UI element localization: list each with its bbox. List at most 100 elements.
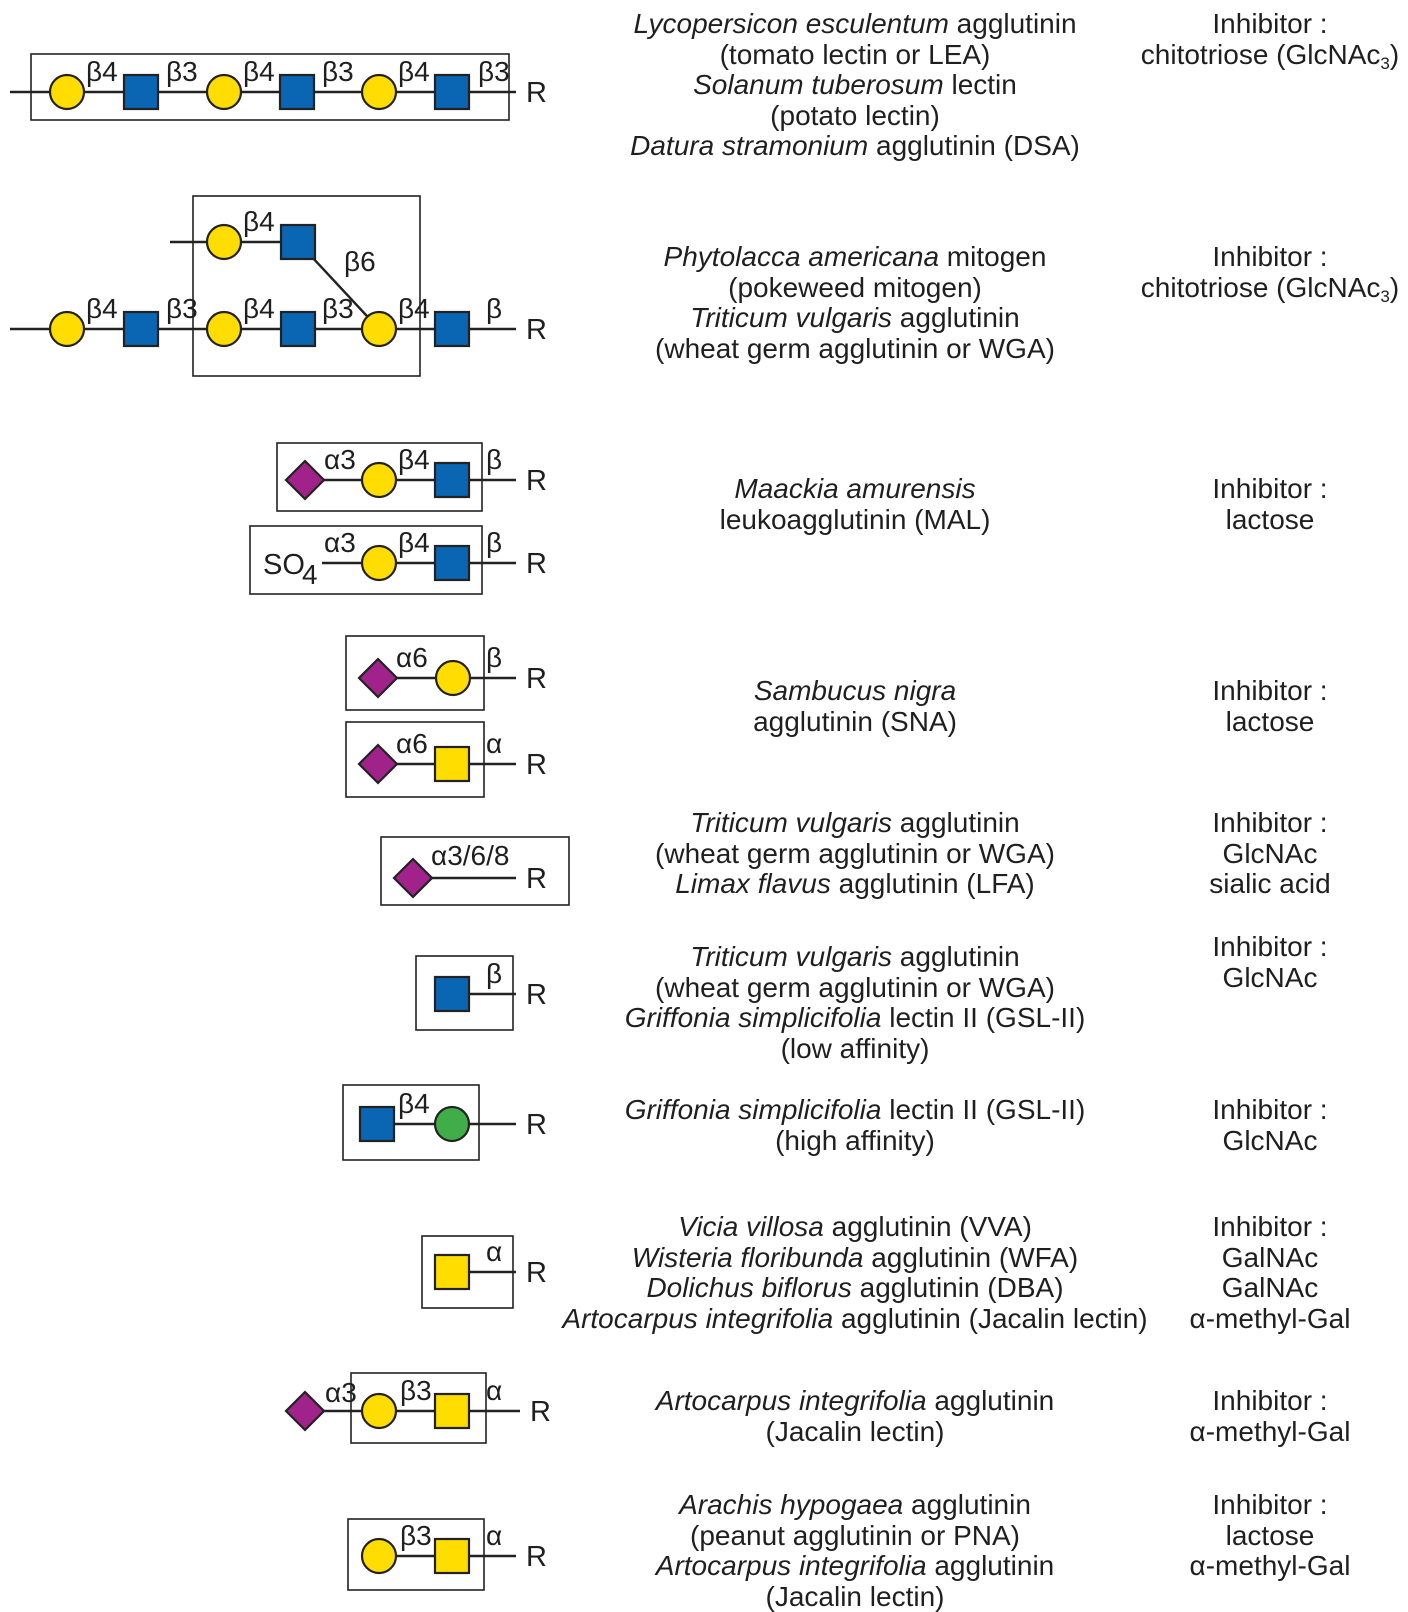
glcnac-square-icon xyxy=(358,1105,396,1143)
glycan-structure-10: β3 α R xyxy=(347,1518,547,1591)
linkage-label: α xyxy=(486,1375,502,1406)
lectin-names-10: Arachis hypogaea agglutinin (peanut aggl… xyxy=(545,1489,1165,1612)
lectin-line: agglutinin (SNA) xyxy=(753,705,957,737)
galactose-circle-icon xyxy=(205,223,243,261)
linkage-label: α3 xyxy=(324,527,356,558)
inhibitor-label: Inhibitor : xyxy=(1212,473,1328,504)
binding-epitope-box xyxy=(342,1084,480,1161)
galnac-square-icon xyxy=(433,1392,471,1430)
inhibitor-label: Inhibitor : xyxy=(1212,241,1328,272)
lectin-line: Griffonia simplicifolia lectin II (GSL-I… xyxy=(624,1094,1086,1125)
aglycone-r: R xyxy=(526,979,547,1011)
glcnac-square-icon xyxy=(433,461,471,499)
linkage-label: β3 xyxy=(478,56,510,87)
binding-epitope-box xyxy=(345,721,485,798)
aglycone-r: R xyxy=(526,1109,547,1141)
binding-epitope-box xyxy=(276,442,483,512)
inhibitor-value: α-methyl-Gal xyxy=(1189,1550,1351,1581)
inhibitor-value: sialic acid xyxy=(1209,868,1331,899)
lectin-names-5: Triticum vulgaris agglutinin (wheat germ… xyxy=(545,807,1165,900)
linkage-label: β3 xyxy=(166,56,198,87)
lectin-line: (Jacalin lectin) xyxy=(765,1580,945,1612)
lectin-line: (Jacalin lectin) xyxy=(765,1415,945,1447)
aglycone-r: R xyxy=(526,314,547,346)
linkage-label: α3/6/8 xyxy=(431,840,509,871)
linkage-label: β xyxy=(486,527,502,558)
lectin-line: Datura stramonium agglutinin (DSA) xyxy=(630,130,1080,161)
aglycone-r: R xyxy=(526,749,547,781)
lectin-line: Phytolacca americana mitogen xyxy=(663,241,1047,272)
linkage-label: β4 xyxy=(398,56,430,87)
inhibitor-value: GlcNAc xyxy=(1222,837,1318,869)
sialic-acid-diamond-icon xyxy=(392,857,434,899)
glcnac-square-icon xyxy=(122,73,160,111)
lectin-line: Solanum tuberosum lectin xyxy=(693,69,1017,100)
glcnac-square-icon xyxy=(122,310,160,348)
lectin-line: Sambucus nigra xyxy=(753,675,957,706)
inhibitor-value: GlcNAc xyxy=(1222,961,1318,993)
aglycone-r: R xyxy=(526,465,547,497)
linkage-label: α3 xyxy=(324,444,356,475)
linkage-label: β3 xyxy=(166,293,198,324)
aglycone-r: R xyxy=(526,548,547,580)
linkage-label: β xyxy=(486,958,502,989)
glycan-structure-5: α3/6/8 R xyxy=(380,836,570,906)
lectin-names-4: Sambucus nigra agglutinin (SNA) xyxy=(545,675,1165,737)
linkage-label: β xyxy=(486,642,502,673)
galnac-square-icon xyxy=(433,745,471,783)
linkage-label: β3 xyxy=(400,1375,432,1406)
galactose-circle-icon xyxy=(205,310,243,348)
glycan-structure-2: β4 β6 β4 β3 β4 β3 β4 β R xyxy=(10,195,547,377)
lectin-line: Wisteria floribunda agglutinin (WFA) xyxy=(631,1241,1079,1273)
inhibitor-value: lactose xyxy=(1225,705,1315,737)
inhibitor-label: Inhibitor : xyxy=(1212,1489,1328,1520)
sialic-acid-diamond-icon xyxy=(357,657,399,699)
inhibitor-value: GalNAc xyxy=(1221,1241,1319,1273)
galactose-circle-icon xyxy=(205,73,243,111)
glcnac-square-icon xyxy=(279,310,317,348)
lectin-line: Artocarpus integrifolia agglutinin xyxy=(655,1385,1055,1416)
lectin-line: Triticum vulgaris agglutinin xyxy=(690,807,1020,838)
linkage-label: β4 xyxy=(86,56,118,87)
inhibitor-value: GlcNAc xyxy=(1222,1124,1318,1156)
inhibitor-value: α-methyl-Gal xyxy=(1189,1302,1351,1334)
lectin-names-2: Phytolacca americana mitogen (pokeweed m… xyxy=(545,241,1165,364)
inhibitor-value: α-methyl-Gal xyxy=(1189,1415,1351,1447)
lectin-line: (wheat germ agglutinin or WGA) xyxy=(655,332,1055,364)
lectin-names-8: Vicia villosa agglutinin (VVA) Wisteria … xyxy=(545,1211,1165,1334)
binding-epitope-box xyxy=(345,635,485,711)
inhibitor-5: Inhibitor : GlcNAc sialic acid xyxy=(1115,807,1408,900)
binding-epitope-box xyxy=(249,525,483,595)
galnac-square-icon xyxy=(433,1537,471,1575)
lectin-line: Maackia amurensis xyxy=(734,473,976,504)
glcnac-square-icon xyxy=(279,223,317,261)
lectin-names-3: Maackia amurensis leukoagglutinin (MAL) xyxy=(545,473,1165,535)
lectin-line: (wheat germ agglutinin or WGA) xyxy=(655,837,1055,869)
glcnac-square-icon xyxy=(433,544,471,582)
linkage-label: β xyxy=(486,293,502,324)
galactose-circle-icon xyxy=(48,310,86,348)
linkage-label: β3 xyxy=(400,1520,432,1551)
linkage-label: α6 xyxy=(396,642,428,673)
inhibitor-value: GalNAc xyxy=(1221,1272,1319,1303)
binding-epitope-box xyxy=(30,53,510,121)
inhibitor-value: lactose xyxy=(1225,503,1315,535)
lectin-line: (potato lectin) xyxy=(770,99,940,131)
linkage-label: β3 xyxy=(322,56,354,87)
linkage-label: β4 xyxy=(398,527,430,558)
linkage-label: β4 xyxy=(398,293,430,324)
glycan-structure-9: α3 β3 α R xyxy=(284,1372,551,1444)
inhibitor-4: Inhibitor : lactose xyxy=(1115,675,1408,737)
inhibitor-7: Inhibitor : GlcNAc xyxy=(1115,1094,1408,1156)
lectin-line: (tomato lectin or LEA) xyxy=(719,38,991,70)
linkage-label: β4 xyxy=(243,293,275,324)
linkage-label: β4 xyxy=(243,56,275,87)
binding-epitope-box xyxy=(347,1518,485,1591)
inhibitor-10: Inhibitor : lactose α-methyl-Gal xyxy=(1115,1489,1408,1582)
glucose-circle-icon xyxy=(433,1105,471,1143)
inhibitor-9: Inhibitor : α-methyl-Gal xyxy=(1115,1385,1408,1447)
lectin-names-6: Triticum vulgaris agglutinin (wheat germ… xyxy=(545,941,1165,1064)
glycan-structure-6: β R xyxy=(415,955,547,1031)
inhibitor-label: Inhibitor : xyxy=(1212,931,1328,962)
